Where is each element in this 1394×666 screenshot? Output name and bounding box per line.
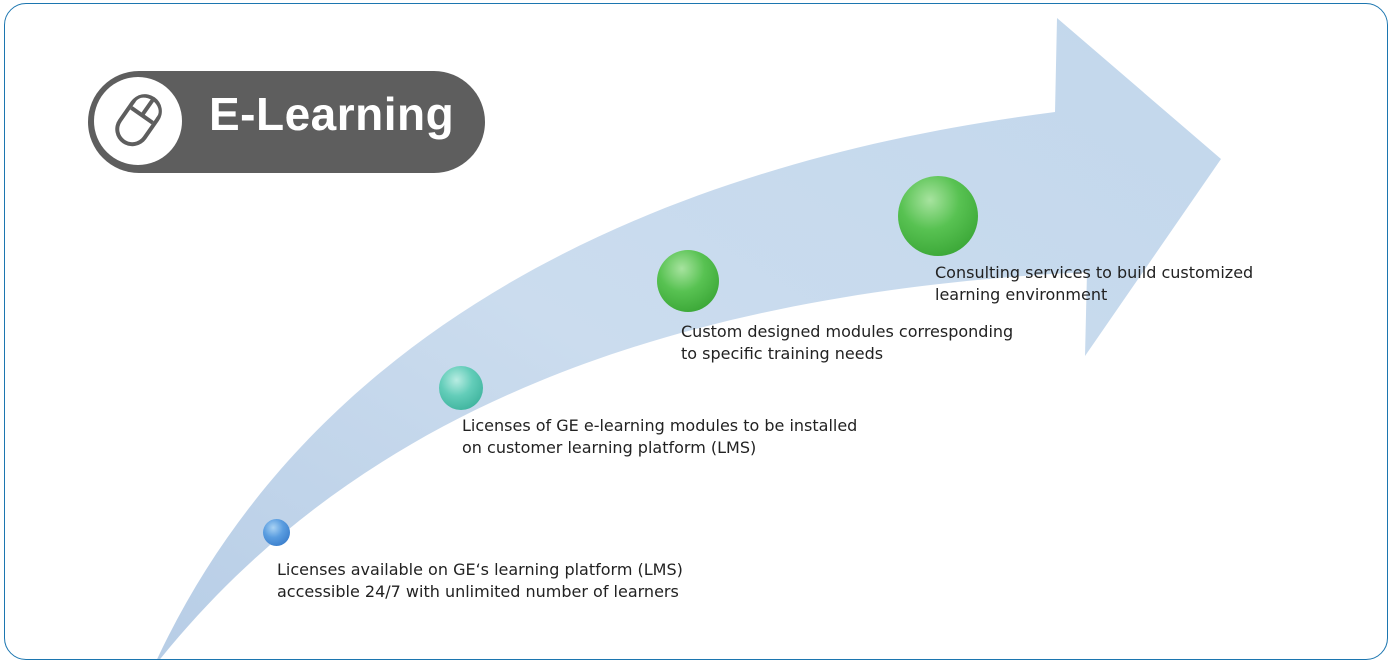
- step-3-dot: [657, 250, 719, 312]
- step-4-label: Consulting services to build customized …: [935, 262, 1253, 306]
- step-4-line-2: learning environment: [935, 285, 1108, 304]
- badge-circle: [94, 77, 182, 165]
- step-1-label: Licenses available on GE‘s learning plat…: [277, 559, 683, 603]
- step-3-label: Custom designed modules corresponding to…: [681, 321, 1013, 365]
- e-learning-badge: E-Learning: [88, 71, 485, 173]
- step-3-line-1: Custom designed modules corresponding: [681, 322, 1014, 341]
- step-3-line-2: to specific training needs: [681, 344, 884, 363]
- step-2-line-2: on customer learning platform (LMS): [462, 438, 757, 457]
- step-2-dot: [439, 366, 483, 410]
- step-1-dot: [263, 519, 290, 546]
- step-1-line-2: accessible 24/7 with unlimited number of…: [277, 582, 679, 601]
- step-1-line-1: Licenses available on GE‘s learning plat…: [277, 560, 683, 579]
- badge-title: E-Learning: [209, 88, 455, 140]
- slide-frame: E-Learning Licenses available on GE‘s le…: [4, 3, 1388, 660]
- step-4-dot: [898, 176, 978, 256]
- step-2-label: Licenses of GE e-learning modules to be …: [462, 415, 857, 459]
- step-4-line-1: Consulting services to build customized: [935, 263, 1254, 282]
- step-2-line-1: Licenses of GE e-learning modules to be …: [462, 416, 858, 435]
- growth-arrow: [157, 18, 1221, 659]
- mouse-icon: [115, 94, 162, 147]
